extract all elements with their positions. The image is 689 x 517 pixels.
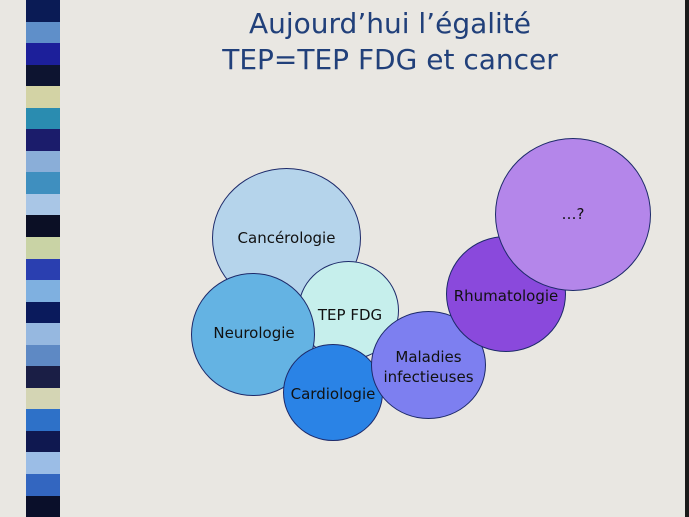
decorative-stripe-bar [26,0,60,517]
label-tep-fdg: TEP FDG [317,306,383,324]
label-neurologie: Neurologie [213,324,295,342]
label-maladies-infectieuses-line1: Maladies [395,348,462,366]
stripe-segment [26,43,60,65]
label-maladies-infectieuses-line2: infectieuses [383,368,474,386]
title-line-2: TEP=TEP FDG et cancer [222,43,558,76]
stripe-segment [26,172,60,194]
stripe-segment [26,21,60,44]
stripe-segment [26,430,60,453]
stripe-segment [26,323,60,345]
stripe-segment [26,495,60,517]
stripe-segment [26,107,60,130]
stripe-segment [26,409,60,431]
stripe-segment [26,387,60,410]
stripe-segment [26,64,60,87]
label-rhumatologie: Rhumatologie [453,287,559,305]
slide-edge-border [685,0,689,517]
stripe-segment [26,150,60,173]
stripe-segment [26,344,60,367]
stripe-segment [26,129,60,151]
slide-title: Aujourd’hui l’égalité TEP=TEP FDG et can… [150,6,630,78]
label-cardiologie: Cardiologie [290,385,376,403]
stripe-segment [26,280,60,302]
stripe-segment [26,258,60,281]
stripe-segment [26,237,60,259]
stripe-segment [26,452,60,475]
circle-question [495,138,651,291]
title-line-1: Aujourd’hui l’égalité [248,7,532,40]
label-cancerologie: Cancérologie [237,229,336,247]
stripe-segment [26,366,60,388]
stripe-segment [26,0,60,22]
label-question: …? [561,205,585,223]
stripe-segment [26,193,60,216]
stripe-segment [26,86,60,108]
stripe-segment [26,474,60,496]
stripe-segment [26,301,60,324]
stripe-segment [26,215,60,238]
